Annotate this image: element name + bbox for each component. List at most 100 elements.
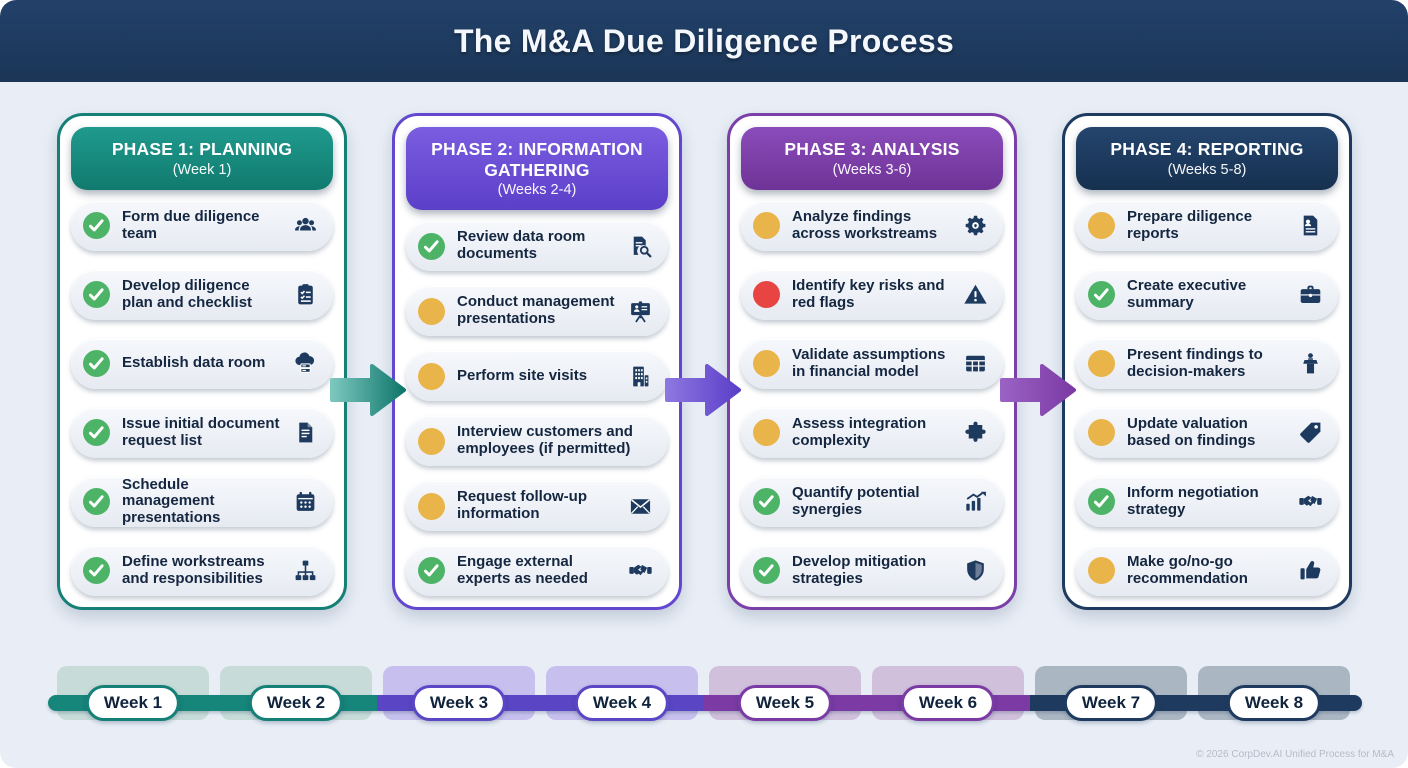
status-done-icon: [1088, 488, 1115, 516]
week-pill-8: Week 8: [1226, 685, 1322, 721]
puzzle-icon: [962, 420, 989, 445]
task-row: Request follow-up information: [406, 481, 668, 532]
presentation-icon: [627, 299, 654, 324]
task-label: Inform negotiation strategy: [1127, 484, 1259, 518]
task-label: Perform site visits: [457, 366, 588, 384]
task-label: Create executive summary: [1127, 276, 1247, 311]
flow-arrow-1: [330, 361, 408, 419]
task-label: Define workstreams and responsibilities: [122, 553, 265, 587]
phase-card-2: PHASE 2: INFORMATION GATHERING(Weeks 2-4…: [392, 113, 682, 610]
week-pill-label: Week 5: [755, 693, 815, 712]
status-in-progress-icon: [418, 427, 445, 455]
task-label: Establish data room: [122, 354, 266, 372]
tag-icon: [1297, 420, 1324, 445]
task-row: Schedule management presentations: [71, 475, 333, 527]
team-icon: [292, 213, 319, 238]
task-label: Identify key risks and red flags: [792, 276, 945, 311]
task-row: Engage external experts as needed: [406, 545, 668, 596]
task-row: Review data room documents: [406, 221, 668, 272]
thumbs-up-icon: [1297, 558, 1324, 583]
task-label: Issue initial document request list: [122, 414, 280, 449]
task-row: Update valuation based on findings: [1076, 407, 1338, 458]
phase-header-3: PHASE 3: ANALYSIS(Weeks 3-6): [741, 127, 1003, 190]
phase-subtitle: (Week 1): [172, 161, 232, 178]
handshake-icon: [627, 558, 654, 583]
task-row: Develop mitigation strategies: [741, 545, 1003, 596]
flow-arrow-3: [1000, 361, 1078, 419]
phase-subtitle: (Weeks 3-6): [832, 161, 912, 178]
task-label: Conduct management presentations: [457, 293, 615, 328]
phase-header-4: PHASE 4: REPORTING(Weeks 5-8): [1076, 127, 1338, 190]
phase-header-1: PHASE 1: PLANNING (Week 1): [71, 127, 333, 190]
task-row: Interview customers and employees (if pe…: [406, 416, 668, 467]
task-row: Present findings to decision-makers: [1076, 338, 1338, 389]
task-label: Request follow-up information: [457, 488, 587, 523]
task-row: Validate assumptions in financial model: [741, 338, 1003, 389]
task-label: Assess integration complexity: [792, 415, 927, 449]
task-row: Quantify potential synergies: [741, 476, 1003, 527]
task-label: Prepare diligence reports: [1127, 207, 1253, 242]
phase-title: PHASE 2: INFORMATION GATHERING: [431, 139, 643, 180]
status-in-progress-icon: [418, 492, 445, 520]
status-risk-icon: [753, 281, 780, 309]
task-label: Update valuation based on findings: [1127, 415, 1256, 449]
task-row: Issue initial document request list: [71, 407, 333, 458]
week-pill-label: Week 1: [103, 693, 163, 712]
task-label: Validate assumptions in financial model: [792, 345, 946, 380]
week-pill-6: Week 6: [900, 685, 996, 721]
task-row: Conduct management presentations: [406, 286, 668, 337]
status-done-icon: [753, 557, 780, 585]
task-label: Analyze findings across workstreams: [792, 207, 938, 242]
task-label: Engage external experts as needed: [457, 553, 588, 587]
calendar-icon: [292, 489, 319, 514]
status-done-icon: [83, 212, 110, 240]
task-label: Schedule management presentations: [122, 475, 221, 527]
checklist-icon: [292, 282, 319, 307]
phase-subtitle: (Weeks 5-8): [1167, 161, 1247, 178]
status-done-icon: [418, 557, 445, 585]
task-row: Define workstreams and responsibilities: [71, 545, 333, 596]
copyright-text: © 2026 CorpDev.AI Unified Process for M&…: [1196, 749, 1394, 760]
title-bar: The M&A Due Diligence Process: [0, 0, 1408, 82]
briefcase-icon: [1297, 282, 1324, 307]
status-in-progress-icon: [753, 350, 780, 378]
status-done-icon: [83, 350, 110, 378]
week-pill-5: Week 5: [737, 685, 833, 721]
task-row: Develop diligence plan and checklist: [71, 269, 333, 320]
task-row: Assess integration complexity: [741, 407, 1003, 458]
phase-title: PHASE 1: PLANNING: [111, 139, 293, 159]
status-done-icon: [83, 281, 110, 309]
status-done-icon: [1088, 281, 1115, 309]
flow-arrow-2: [665, 361, 743, 419]
warning-icon: [962, 282, 989, 307]
task-label: Present findings to decision-makers: [1127, 345, 1263, 380]
gear-icon: [962, 213, 989, 238]
phase-card-3: PHASE 3: ANALYSIS(Weeks 3-6) Analyze find…: [727, 113, 1017, 610]
task-row: Perform site visits: [406, 351, 668, 402]
chart-icon: [962, 489, 989, 514]
week-pill-label: Week 8: [1244, 693, 1304, 712]
week-pill-label: Week 6: [918, 693, 978, 712]
task-row: Create executive summary: [1076, 269, 1338, 320]
building-icon: [627, 364, 654, 389]
week-pill-4: Week 4: [574, 685, 670, 721]
task-row: Identify key risks and red flags: [741, 269, 1003, 320]
task-label: Quantify potential synergies: [792, 484, 920, 518]
status-in-progress-icon: [1088, 557, 1115, 585]
task-row: Analyze findings across workstreams: [741, 200, 1003, 251]
week-pill-3: Week 3: [411, 685, 507, 721]
document-icon: [292, 420, 319, 445]
shield-icon: [962, 558, 989, 583]
status-in-progress-icon: [1088, 350, 1115, 378]
week-pill-label: Week 2: [266, 693, 326, 712]
handshake-icon: [1297, 489, 1324, 514]
task-label: Develop diligence plan and checklist: [122, 276, 253, 311]
status-in-progress-icon: [418, 362, 445, 390]
week-pill-label: Week 7: [1081, 693, 1141, 712]
page-title: The M&A Due Diligence Process: [453, 22, 955, 59]
podium-icon: [1297, 351, 1324, 376]
status-in-progress-icon: [418, 297, 445, 325]
status-in-progress-icon: [1088, 419, 1115, 447]
